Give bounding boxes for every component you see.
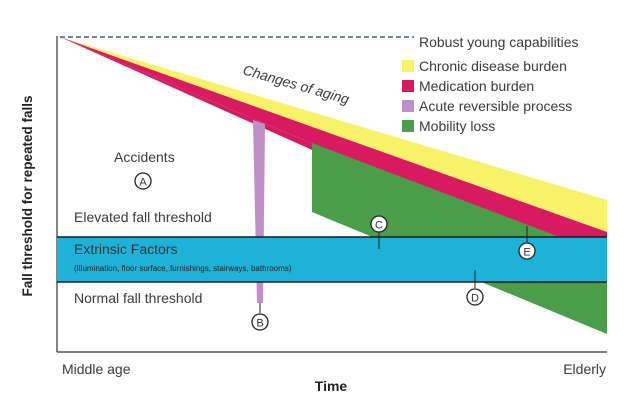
legend-swatch-mobility bbox=[402, 120, 414, 132]
legend-swatch-chronic bbox=[402, 60, 414, 72]
elevated-threshold-label: Elevated fall threshold bbox=[74, 209, 212, 225]
legend-label-medication: Medication burden bbox=[419, 78, 534, 94]
legend-label-acute: Acute reversible process bbox=[419, 98, 572, 114]
normal-threshold-label: Normal fall threshold bbox=[74, 290, 202, 306]
legend-label-mobility: Mobility loss bbox=[419, 118, 495, 134]
robust-label: Robust young capabilities bbox=[419, 34, 579, 50]
x-start-label: Middle age bbox=[62, 361, 131, 377]
extrinsic-factors-band bbox=[57, 237, 607, 282]
legend-swatch-acute bbox=[402, 100, 414, 112]
legend-label-chronic: Chronic disease burden bbox=[419, 58, 567, 74]
marker-d bbox=[466, 288, 484, 306]
marker-a bbox=[134, 172, 152, 190]
extrinsic-title: Extrinsic Factors bbox=[74, 241, 177, 257]
marker-d-label: D bbox=[471, 293, 479, 305]
legend: Chronic disease burden Medication burden… bbox=[402, 58, 572, 134]
marker-e bbox=[518, 242, 536, 260]
x-axis-title: Time bbox=[315, 378, 348, 394]
marker-c-label: C bbox=[375, 220, 383, 232]
x-end-label: Elderly bbox=[563, 361, 606, 377]
marker-b-label: B bbox=[256, 318, 263, 330]
legend-swatch-medication bbox=[402, 80, 414, 92]
accidents-label: Accidents bbox=[114, 149, 175, 165]
y-axis-title: Fall threshold for repeated falls bbox=[20, 95, 35, 296]
marker-b bbox=[251, 313, 269, 331]
extrinsic-detail: (Illumination, floor surface, furnishing… bbox=[74, 264, 292, 273]
marker-a-label: A bbox=[139, 177, 147, 189]
marker-e-label: E bbox=[523, 247, 530, 259]
